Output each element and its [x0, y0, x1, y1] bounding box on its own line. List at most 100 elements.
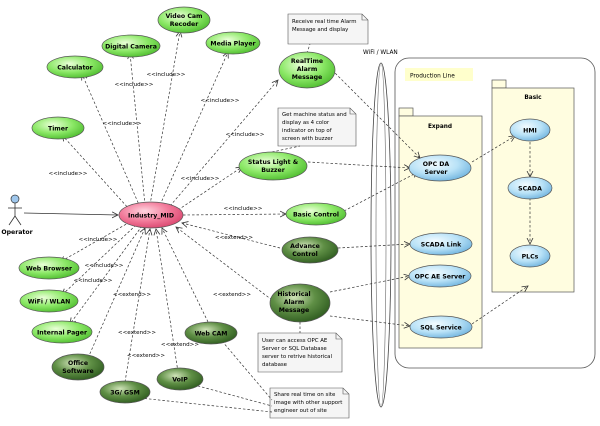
note-webcam: Share real time on site image with other… — [269, 387, 350, 419]
use-case-label: Video Cam — [166, 13, 203, 20]
note-opc-line: database — [262, 362, 288, 368]
include-label: <<include>> — [200, 98, 239, 104]
use-case-label: Alarm — [297, 66, 318, 73]
wifi-wlan-boundary: WiFi / WLAN — [363, 50, 398, 408]
use-case-label: Advance — [290, 243, 320, 250]
use-case-wifi-wlan[interactable]: WiFi / WLAN — [19, 289, 79, 313]
note-opc: User can access OPC AE Server or SQL Dat… — [257, 332, 343, 373]
use-case-label: VoIP — [172, 377, 188, 384]
use-case-label: 3G/ GSM — [110, 390, 140, 397]
note-webcam-line: image with other support — [274, 400, 342, 406]
use-case-sql-service[interactable]: SQL Service — [409, 315, 473, 339]
expand-package: Expand — [398, 107, 483, 349]
note-status-line: display as 4 color — [282, 120, 330, 126]
use-case-opc-da-server[interactable]: OPC DA Server — [408, 154, 472, 182]
include-label: <<include>> — [102, 121, 141, 127]
use-case-voip[interactable]: VoIP — [156, 367, 204, 391]
use-case-scada-link[interactable]: SCADA Link — [409, 232, 473, 256]
use-case-advance-control[interactable]: Advance Control — [281, 236, 339, 264]
include-label: <<include>> — [48, 171, 87, 177]
extend-label: <<extend>> — [161, 342, 199, 348]
use-case-label: Internal Pager — [37, 330, 88, 337]
note-status-line: screen with buzzer — [282, 136, 334, 142]
use-case-media-player[interactable]: Media Player — [205, 31, 261, 55]
use-case-label: Media Player — [210, 41, 256, 48]
note-opc-line: server to retrive historical — [262, 354, 332, 360]
expand-package-label: Expand — [428, 124, 452, 130]
note-status: Get machine status and display as 4 colo… — [277, 107, 357, 147]
use-case-label: PLCs — [522, 254, 539, 261]
note-opc-line: Server or SQL Database — [262, 346, 327, 352]
use-case-label: OPC DA — [423, 161, 450, 168]
include-label: <<include>> — [223, 206, 262, 212]
extend-label: <<extend>> — [127, 353, 165, 359]
relation-labels: <<include>> <<include>> <<include>> <<in… — [48, 72, 264, 359]
note-status-line: indicator on top of — [282, 128, 332, 134]
operator-actor[interactable]: Operator — [1, 194, 34, 236]
use-case-label: Message — [279, 307, 310, 314]
note-status-line: Get machine status and — [282, 112, 347, 118]
production-line-label: Production Line — [410, 74, 455, 80]
use-case-label: Timer — [48, 126, 69, 133]
use-case-opc-ae-server[interactable]: OPC AE Server — [408, 264, 472, 288]
wifi-wlan-label: WiFi / WLAN — [363, 50, 398, 56]
use-case-label: Web CAM — [195, 331, 228, 338]
use-case-hmi[interactable]: HMI — [509, 118, 551, 142]
use-case-plcs[interactable]: PLCs — [509, 244, 551, 268]
use-case-internal-pager[interactable]: Internal Pager — [31, 320, 93, 344]
use-case-label: Message — [292, 74, 323, 81]
use-case-web-browser[interactable]: Web Browser — [18, 256, 80, 280]
extend-label: <<extend>> — [118, 330, 156, 336]
use-case-label: SCADA — [518, 186, 542, 193]
note-opc-line: User can access OPC AE — [262, 338, 328, 344]
use-case-label: Digital Camera — [105, 44, 157, 51]
use-case-label: Software — [62, 368, 94, 375]
include-label: <<include>> — [146, 72, 185, 78]
include-label: <<include>> — [225, 132, 264, 138]
use-case-realtime-alarm-message[interactable]: RealTime Alarm Message — [278, 51, 336, 89]
industry-mid-label: Industry_MID — [128, 213, 174, 220]
use-case-digital-camera[interactable]: Digital Camera — [101, 34, 161, 58]
extend-label: <<extend>> — [215, 235, 253, 241]
use-case-label: Recoder — [170, 21, 200, 28]
operator-label: Operator — [1, 229, 33, 236]
use-case-label: Status Light & — [248, 159, 299, 166]
use-case-label: Historical — [277, 291, 310, 298]
extend-label: <<extend>> — [113, 292, 151, 298]
use-case-label: Web Browser — [26, 266, 73, 273]
use-case-video-cam-recoder[interactable]: Video Cam Recoder — [157, 6, 211, 34]
industry-mid-use-case[interactable]: Industry_MID — [118, 201, 184, 229]
use-case-office-software[interactable]: Office Software — [51, 353, 105, 381]
use-case-label: Calculator — [57, 65, 93, 72]
use-case-label: WiFi / WLAN — [28, 299, 71, 306]
use-case-label: Basic Control — [293, 212, 339, 219]
use-case-label: Office — [68, 360, 88, 367]
include-label: <<include>> — [73, 278, 112, 284]
use-case-web-cam[interactable]: Web CAM — [184, 321, 238, 345]
include-label: <<include>> — [180, 176, 219, 182]
note-webcam-line: engineer out of site — [274, 408, 328, 414]
use-case-label: Server — [425, 169, 449, 176]
connectors — [23, 31, 530, 413]
use-case-historical-alarm-message[interactable]: Historical Alarm Message — [269, 283, 331, 323]
use-case-calculator[interactable]: Calculator — [46, 55, 104, 79]
use-case-label: Control — [292, 251, 318, 258]
use-case-label: RealTime — [291, 58, 323, 65]
use-case-label: HMI — [523, 128, 537, 135]
note-webcam-line: Share real time on site — [274, 392, 336, 398]
note-alarm-line: Receive real time Alarm — [292, 19, 357, 25]
use-case-status-light-buzzer[interactable]: Status Light & Buzzer — [238, 151, 308, 181]
include-label: <<include>> — [114, 82, 153, 88]
use-case-basic-control[interactable]: Basic Control — [285, 202, 347, 226]
use-case-timer[interactable]: Timer — [31, 116, 85, 140]
include-label: <<include>> — [84, 263, 123, 269]
use-case-scada[interactable]: SCADA — [507, 176, 553, 200]
use-case-3g-gsm[interactable]: 3G/ GSM — [99, 380, 151, 404]
use-case-label: SCADA Link — [421, 242, 462, 249]
basic-package-label: Basic — [524, 95, 542, 101]
use-case-label: SQL Service — [420, 325, 462, 332]
use-case-label: Alarm — [284, 299, 305, 306]
extend-label: <<extend>> — [213, 292, 251, 298]
